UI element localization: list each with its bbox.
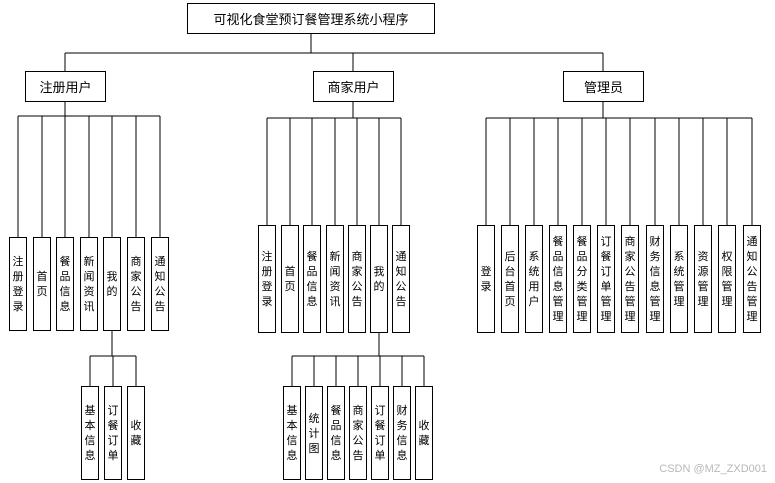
watermark: CSDN @MZ_ZXD001: [659, 463, 767, 475]
sub-module-box: 收藏: [415, 386, 433, 480]
sub-module-box: 统计图: [305, 386, 323, 480]
module-box: 注册登录: [9, 237, 27, 331]
module-box: 新闻资讯: [326, 225, 344, 333]
module-label: 首页: [36, 270, 48, 298]
module-label: 我的: [373, 265, 385, 293]
module-label: 商家公告: [130, 255, 142, 313]
module-box: 财务信息管理: [646, 225, 664, 333]
role-label-administrator: 管理员: [583, 81, 623, 96]
module-label: 财务信息管理: [649, 235, 661, 323]
sub-module-label: 餐品信息: [330, 404, 342, 462]
module-box: 首页: [33, 237, 51, 331]
role-box-administrator: 管理员: [563, 71, 644, 102]
module-box: 通知公告: [151, 237, 169, 331]
sub-module-label: 订餐订单: [107, 404, 119, 462]
sub-module-label: 统计图: [308, 411, 320, 455]
root-title: 可视化食堂预订餐管理系统小程序: [213, 13, 409, 28]
role-label-registered-user: 注册用户: [39, 81, 92, 96]
module-box: 餐品信息: [56, 237, 74, 331]
module-box: 餐品分类管理: [573, 225, 591, 333]
module-label: 登录: [480, 265, 492, 293]
module-label: 新闻资讯: [329, 250, 341, 308]
module-label: 注册登录: [261, 250, 273, 308]
role-label-merchant-user: 商家用户: [327, 81, 380, 96]
module-box: 系统用户: [525, 225, 543, 333]
sub-module-box: 收藏: [127, 386, 145, 480]
module-box: 餐品信息管理: [549, 225, 567, 333]
module-label: 商家公告: [351, 250, 363, 308]
module-box: 商家公告管理: [621, 225, 639, 333]
sub-module-label: 收藏: [418, 419, 430, 447]
module-box: 通知公告管理: [743, 225, 761, 333]
module-label: 我的: [106, 270, 118, 298]
sub-module-label: 商家公告: [352, 404, 364, 462]
sub-module-box: 基本信息: [283, 386, 301, 480]
module-label: 系统用户: [528, 250, 540, 308]
sub-module-label: 基本信息: [84, 404, 96, 462]
module-box: 商家公告: [127, 237, 145, 331]
module-label: 通知公告管理: [746, 235, 758, 323]
sub-module-box: 商家公告: [349, 386, 367, 480]
sub-module-label: 财务信息: [396, 404, 408, 462]
sub-module-label: 基本信息: [286, 404, 298, 462]
role-box-merchant-user: 商家用户: [313, 71, 394, 102]
sub-module-box: 基本信息: [81, 386, 99, 480]
sub-module-label: 收藏: [130, 419, 142, 447]
sub-module-box: 餐品信息: [327, 386, 345, 480]
module-label: 新闻资讯: [83, 255, 95, 313]
module-label: 订餐订单管理: [600, 235, 612, 323]
module-label: 餐品信息: [306, 250, 318, 308]
module-label: 餐品信息: [59, 255, 71, 313]
module-box: 订餐订单管理: [597, 225, 615, 333]
module-box: 后台首页: [501, 225, 519, 333]
module-box: 我的: [103, 237, 121, 331]
module-label: 资源管理: [697, 250, 709, 308]
module-box: 系统管理: [670, 225, 688, 333]
role-box-registered-user: 注册用户: [25, 71, 106, 102]
module-box: 首页: [281, 225, 299, 333]
module-box: 餐品信息: [303, 225, 321, 333]
module-label: 系统管理: [673, 250, 685, 308]
root-title-box: 可视化食堂预订餐管理系统小程序: [187, 3, 435, 34]
sub-module-label: 订餐订单: [374, 404, 386, 462]
module-box: 资源管理: [694, 225, 712, 333]
module-label: 通知公告: [395, 250, 407, 308]
module-label: 商家公告管理: [624, 235, 636, 323]
module-label: 餐品信息管理: [552, 235, 564, 323]
module-label: 后台首页: [504, 250, 516, 308]
module-label: 餐品分类管理: [576, 235, 588, 323]
sub-module-box: 订餐订单: [104, 386, 122, 480]
module-box: 商家公告: [348, 225, 366, 333]
module-label: 注册登录: [12, 255, 24, 313]
module-box: 新闻资讯: [80, 237, 98, 331]
sub-module-box: 订餐订单: [371, 386, 389, 480]
module-label: 首页: [284, 265, 296, 293]
sub-module-box: 财务信息: [393, 386, 411, 480]
module-box: 我的: [370, 225, 388, 333]
module-box: 登录: [477, 225, 495, 333]
module-label: 权限管理: [721, 250, 733, 308]
module-box: 通知公告: [392, 225, 410, 333]
module-box: 权限管理: [718, 225, 736, 333]
module-box: 注册登录: [258, 225, 276, 333]
module-label: 通知公告: [154, 255, 166, 313]
